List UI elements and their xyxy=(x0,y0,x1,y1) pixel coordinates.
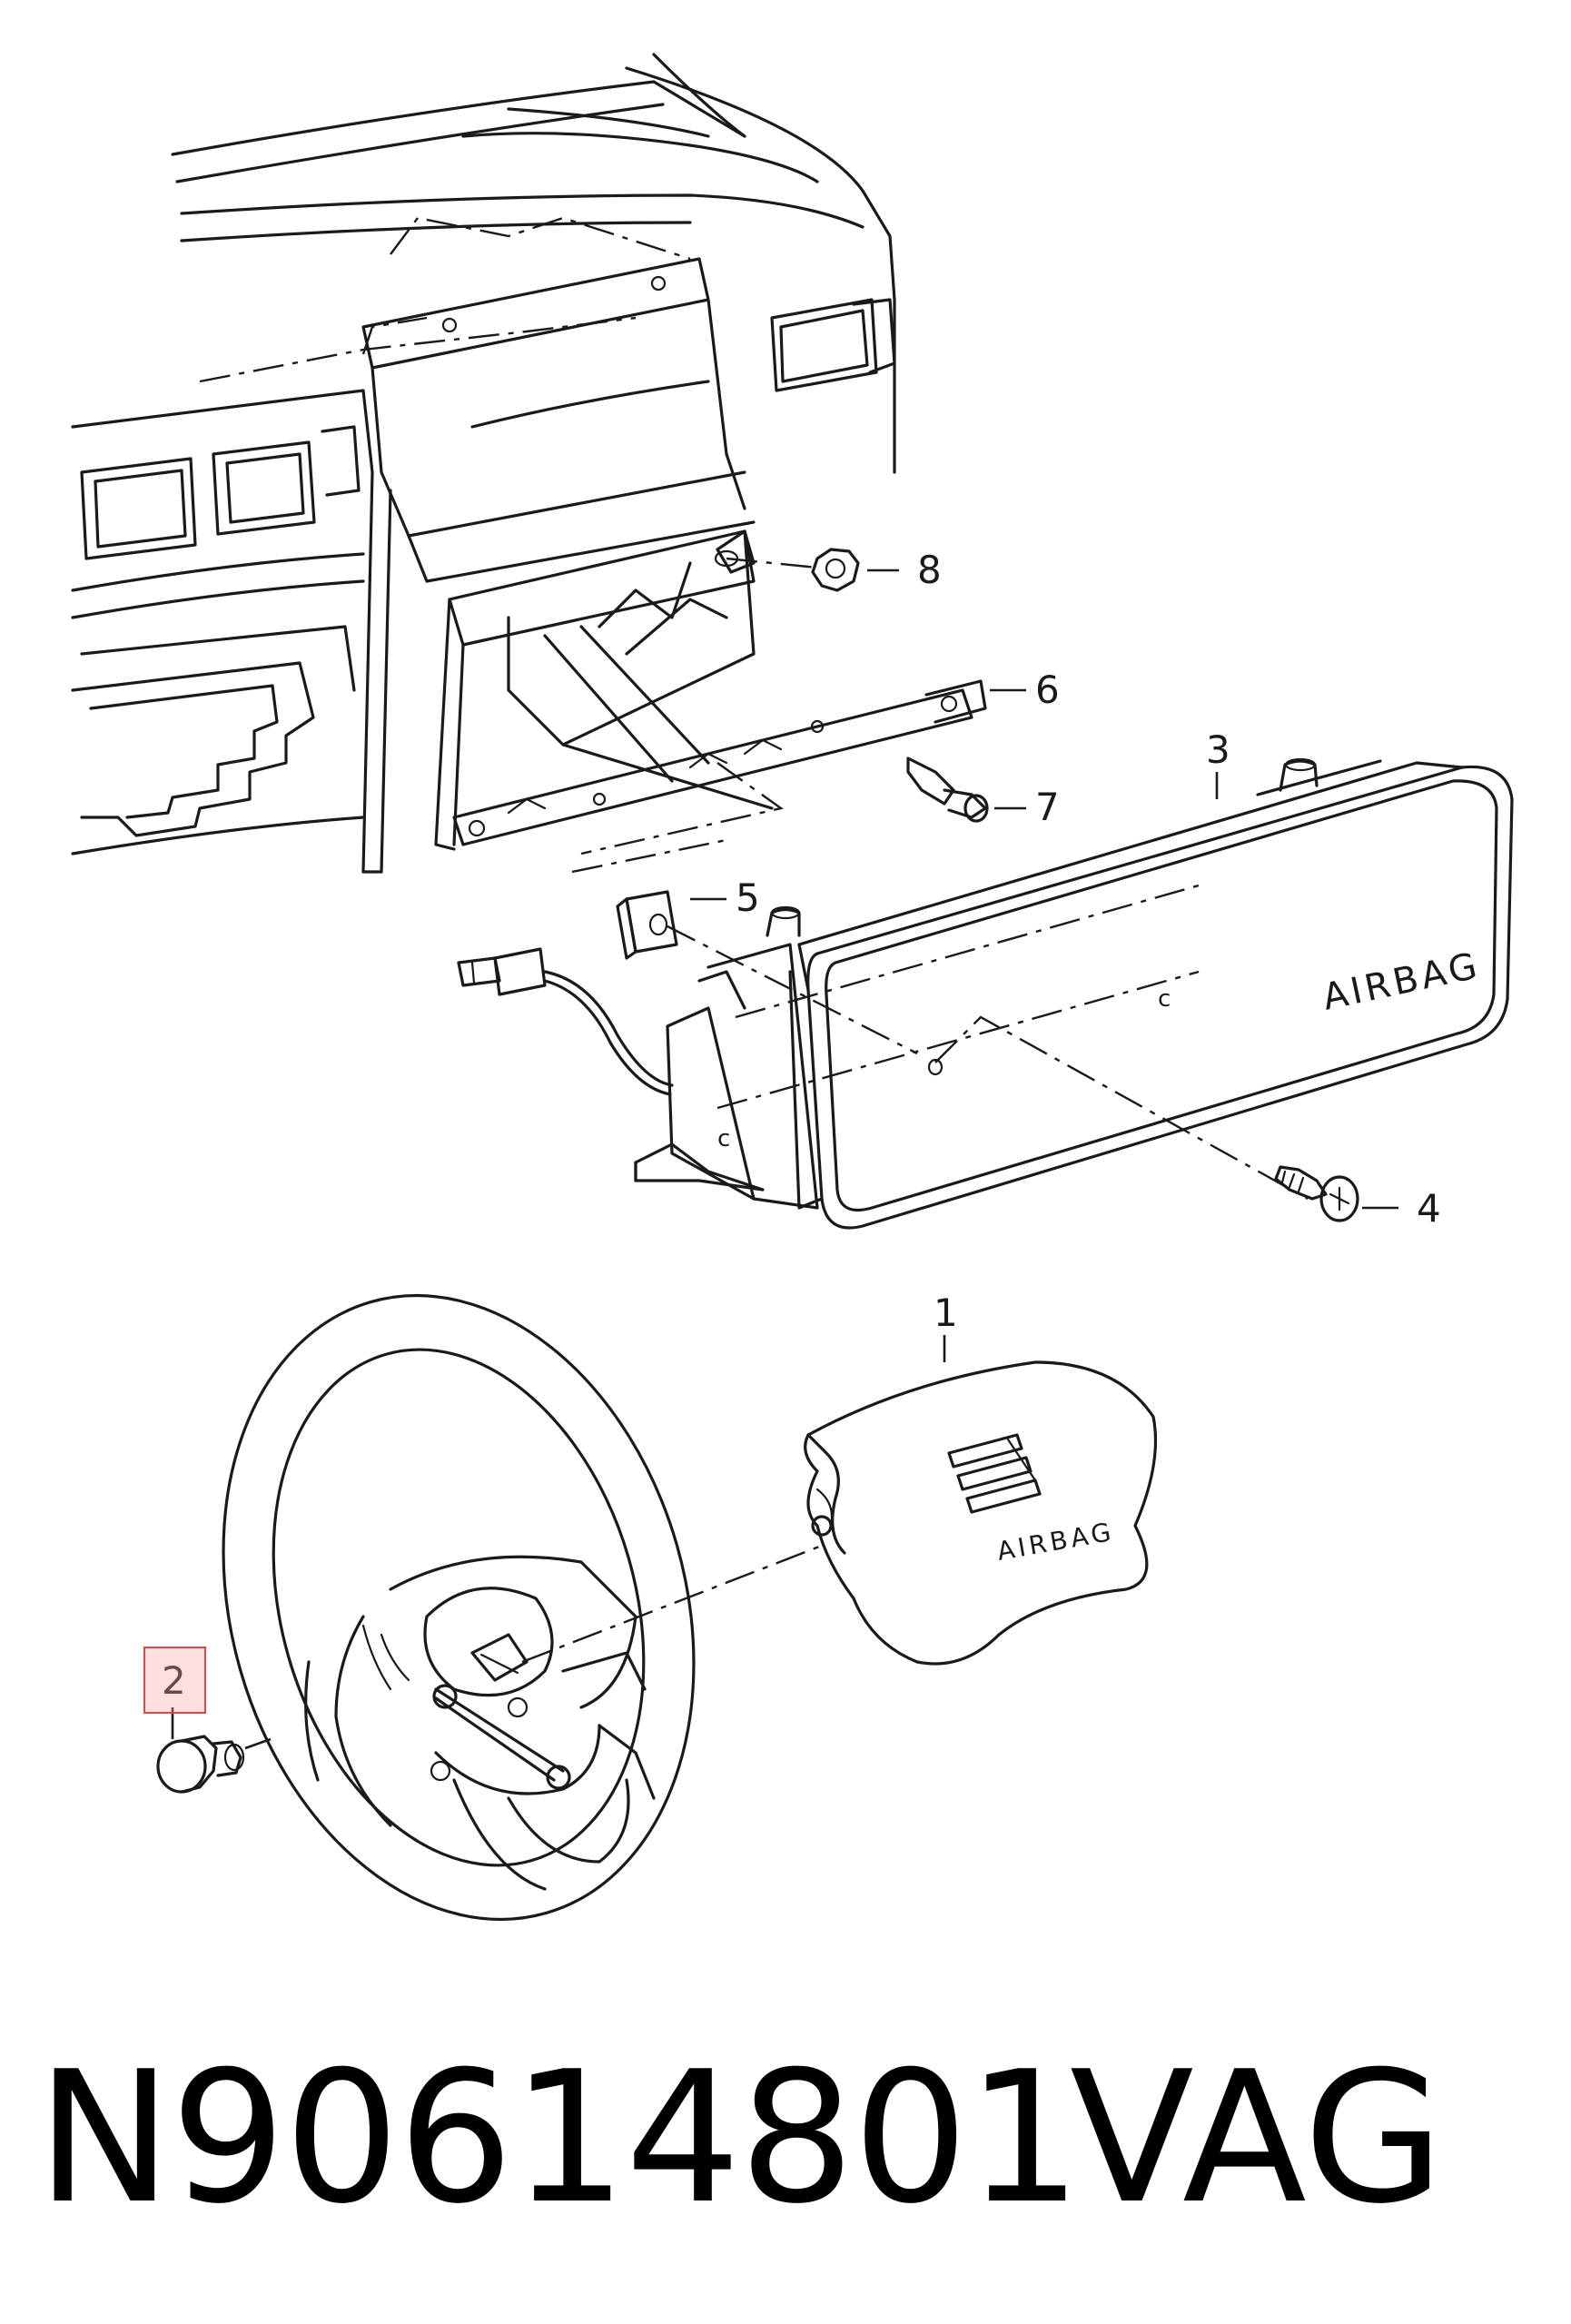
part-1-driver-airbag: AIRBAG xyxy=(804,1360,1158,1666)
callout-2: 2 xyxy=(162,1658,186,1703)
part-8-nut xyxy=(811,548,860,592)
part-number-caption: N90614801 xyxy=(36,2032,1082,2244)
steering-wheel-illustration xyxy=(222,1293,827,1922)
highlighted-callout-box xyxy=(143,1647,206,1714)
callout-4: 4 xyxy=(1417,1186,1441,1231)
dashboard-illustration xyxy=(71,53,896,874)
callout-8: 8 xyxy=(917,548,942,592)
part-7-rivet xyxy=(906,757,989,823)
callout-3: 3 xyxy=(1206,727,1230,772)
callout-5: 5 xyxy=(736,875,760,920)
clip-mark-b: c xyxy=(717,1125,734,1152)
callout-1: 1 xyxy=(934,1291,958,1335)
clip-mark-a: c xyxy=(1158,985,1174,1013)
steering-airbag-label: AIRBAG xyxy=(994,1517,1116,1567)
callout-6: 6 xyxy=(1035,668,1060,712)
callout-numbers: 8 6 7 3 4 5 1 2 xyxy=(162,548,1441,1703)
part-4-screw xyxy=(1274,1165,1359,1222)
brand-caption: VAG xyxy=(1070,2032,1445,2244)
dashboard-airbag-label: AIRBAG xyxy=(1319,944,1485,1019)
part-3-passenger-airbag: c c AIRBAG xyxy=(457,757,1514,1230)
mounting-bracket xyxy=(434,529,987,874)
part-2-bolt xyxy=(156,1735,245,1794)
callout-7: 7 xyxy=(1035,785,1060,829)
part-5-clip xyxy=(616,890,918,1055)
